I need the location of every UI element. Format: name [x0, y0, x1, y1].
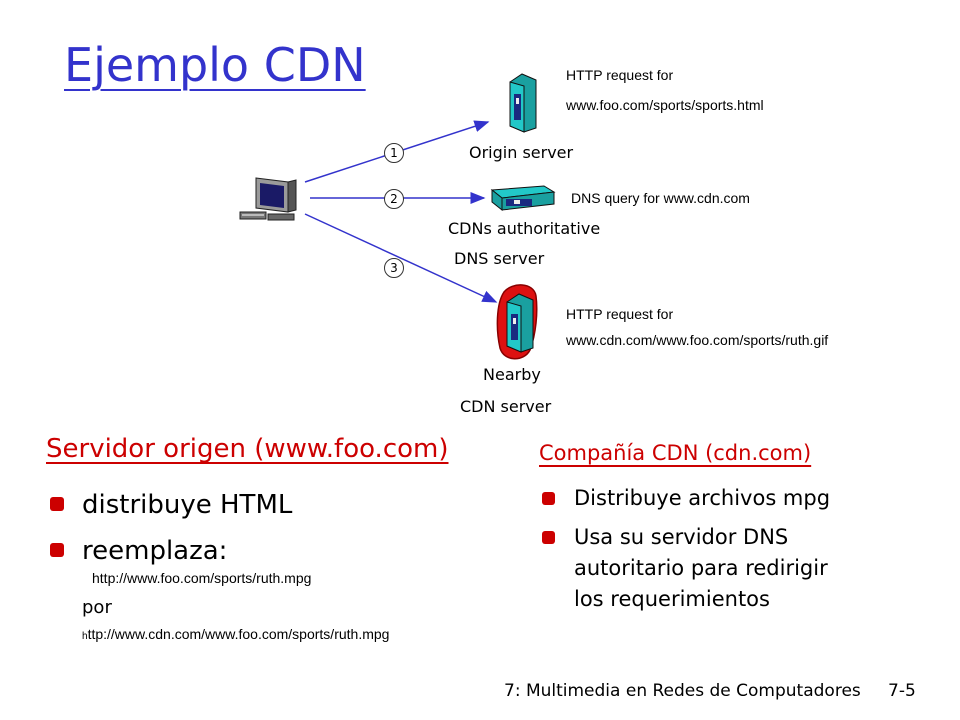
cdn-section-heading: Compañía CDN (cdn.com) [539, 441, 812, 465]
original-url: http://www.foo.com/sports/ruth.mpg [92, 570, 312, 586]
step-1-request-value: www.foo.com/sports/sports.html [566, 97, 764, 113]
replacement-url: http://www.cdn.com/www.foo.com/sports/ru… [82, 626, 390, 642]
page-number: 7-5 [888, 681, 916, 701]
list-item: distribuye HTML [48, 482, 292, 528]
step-2-request-label: DNS query for www.cdn.com [571, 190, 750, 206]
cdn-bullet-list: Distribuye archivos mpg Usa su servidor … [540, 483, 830, 615]
nearby-server-icon [506, 293, 534, 353]
bullet-icon [50, 497, 64, 511]
step-3-request-value: www.cdn.com/www.foo.com/sports/ruth.gif [566, 332, 829, 348]
footer-text: 7: Multimedia en Redes de Computadores [504, 681, 861, 701]
step-2-number: 2 [384, 189, 404, 209]
bullet-icon [542, 531, 555, 544]
origin-server-label: Origin server [469, 143, 574, 162]
bullet-icon [50, 543, 64, 557]
page-title: Ejemplo CDN [64, 38, 366, 92]
step-1-request-label: HTTP request for [566, 67, 674, 83]
dns-server-label-line-2: DNS server [454, 249, 545, 268]
desktop-computer-icon [239, 177, 297, 221]
tower-server-icon [509, 73, 537, 133]
rack-server-icon [490, 185, 556, 212]
por-label: por [82, 597, 112, 618]
step-3-request-label: HTTP request for [566, 306, 674, 322]
list-item: Distribuye archivos mpg [540, 483, 830, 514]
step-1-number: 1 [384, 143, 404, 163]
origin-bullet-list: distribuye HTML reemplaza: [48, 482, 292, 574]
nearby-server-label-line-2: CDN server [460, 397, 552, 416]
list-item: reemplaza: [48, 528, 292, 574]
nearby-server-label-line-1: Nearby [483, 365, 541, 384]
bullet-icon [542, 492, 555, 505]
arrow-step-3 [304, 213, 498, 303]
origin-section-heading: Servidor origen (www.foo.com) [46, 434, 449, 464]
dns-server-label-line-1: CDNs authoritative [448, 219, 601, 238]
step-3-number: 3 [384, 258, 404, 278]
